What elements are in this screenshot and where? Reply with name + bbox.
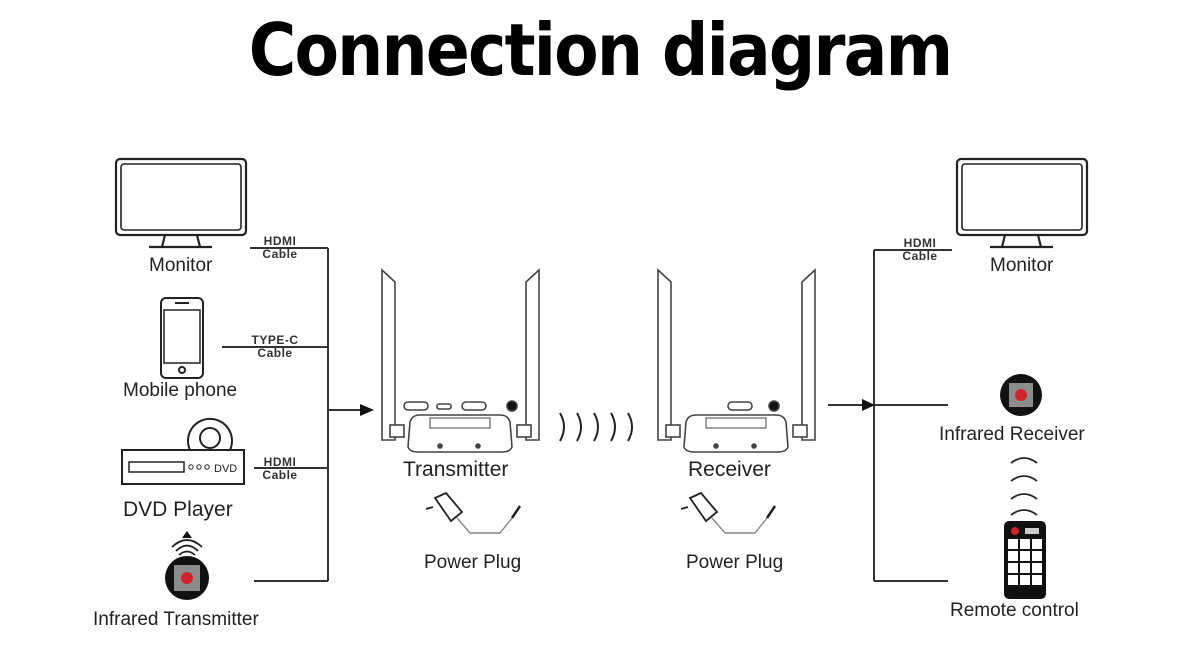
output-monitor-label: Monitor — [990, 255, 1054, 276]
right-cable-bus — [828, 249, 952, 582]
wireless-signal-icon — [559, 412, 633, 442]
cable-word: Cable — [257, 346, 293, 360]
dvd-player-label: DVD Player — [123, 498, 233, 521]
monitor-label: Monitor — [149, 255, 213, 276]
cable-word: Cable — [902, 249, 938, 263]
transmitter-icon — [381, 268, 540, 453]
infrared-receiver-label: Infrared Receiver — [939, 424, 1085, 445]
infrared-receiver-icon — [1000, 374, 1042, 416]
mobile-cable-label: TYPE-C Cable — [247, 334, 303, 360]
mobile-phone-label: Mobile phone — [123, 380, 238, 401]
output-monitor-cable-label: HDMI Cable — [896, 237, 944, 263]
cable-word: Cable — [262, 247, 298, 261]
cable-type: HDMI — [263, 455, 297, 469]
monitor-cable-label: HDMI Cable — [256, 235, 304, 261]
transmitter-power-plug-label: Power Plug — [424, 552, 522, 573]
receiver-power-plug-icon — [680, 491, 777, 534]
arrow-to-outputs-icon — [862, 399, 875, 411]
remote-control-icon — [1004, 521, 1046, 599]
cable-type: HDMI — [263, 234, 297, 248]
remote-signal-icon — [1010, 457, 1038, 516]
output-monitor-icon — [955, 157, 1089, 249]
page-title: Connection diagram — [248, 8, 953, 92]
dvd-cable-label: HDMI Cable — [256, 456, 304, 482]
monitor-icon — [114, 157, 248, 249]
left-cable-bus — [222, 247, 362, 582]
receiver-label: Receiver — [688, 458, 771, 481]
transmitter-label: Transmitter — [403, 458, 509, 481]
dvd-device-text: DVD — [214, 463, 237, 475]
cable-word: Cable — [262, 468, 298, 482]
mobile-phone-icon — [160, 297, 204, 379]
receiver-icon — [657, 268, 816, 453]
remote-control-label: Remote control — [950, 600, 1079, 621]
dvd-player-icon — [121, 417, 245, 485]
cable-type: HDMI — [903, 236, 937, 250]
cable-type: TYPE-C — [251, 333, 299, 347]
infrared-transmitter-icon — [165, 531, 209, 600]
infrared-transmitter-label: Infrared Transmitter — [93, 609, 259, 630]
receiver-power-plug-label: Power Plug — [686, 552, 784, 573]
transmitter-power-plug-icon — [425, 491, 522, 534]
arrow-to-transmitter-icon — [360, 404, 374, 416]
